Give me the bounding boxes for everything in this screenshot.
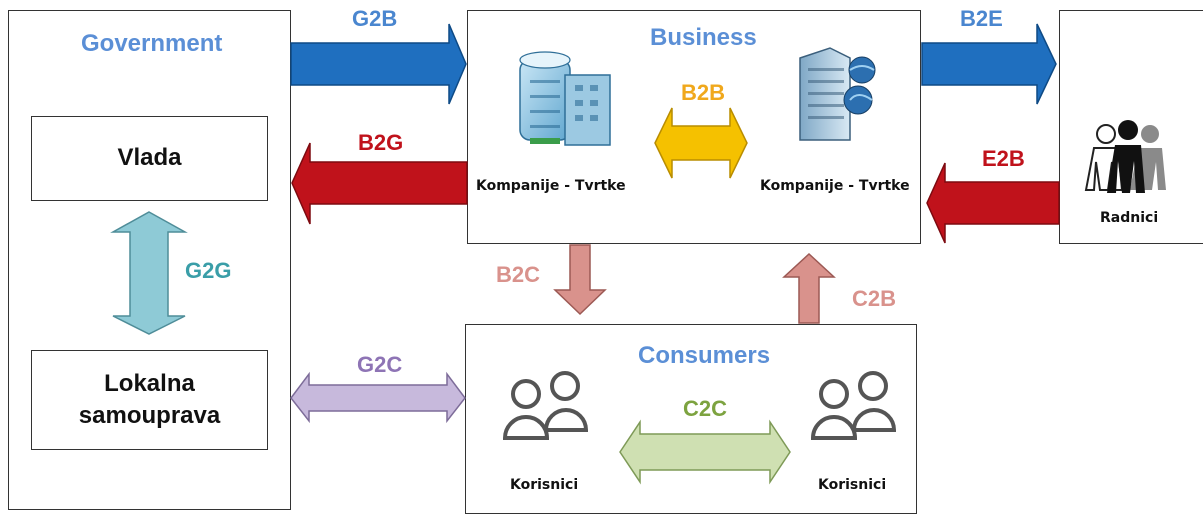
b2c-arrow bbox=[553, 244, 607, 316]
users-icon-right bbox=[810, 371, 897, 440]
company-label-left: Kompanije - Tvrtke bbox=[476, 178, 626, 194]
company-label-right: Kompanije - Tvrtke bbox=[760, 178, 910, 194]
government-title: Government bbox=[81, 30, 223, 57]
c2b-arrow bbox=[782, 252, 836, 324]
office-building-icon bbox=[519, 51, 611, 146]
lokalna-samouprava-box: Lokalna samouprava bbox=[31, 350, 268, 450]
g2c-arrow bbox=[290, 371, 466, 424]
b2b-arrow bbox=[654, 107, 748, 179]
user-label-left: Korisnici bbox=[510, 477, 579, 493]
b2e-arrow bbox=[921, 23, 1057, 105]
diagram-graphics bbox=[110, 23, 1166, 485]
vlada-label: Vlada bbox=[117, 144, 182, 172]
business-title: Business bbox=[650, 24, 757, 51]
g2b-label: G2B bbox=[352, 6, 398, 31]
vlada-box: Vlada bbox=[31, 116, 268, 201]
b2b-label: B2B bbox=[681, 80, 726, 105]
c2c-label: C2C bbox=[683, 396, 728, 421]
consumers-title: Consumers bbox=[638, 342, 771, 369]
g2b-arrow bbox=[290, 23, 467, 105]
g2g-label: G2G bbox=[185, 258, 232, 283]
g2c-label: G2C bbox=[357, 352, 403, 377]
b2e-label: B2E bbox=[960, 6, 1003, 31]
e2b-arrow bbox=[926, 162, 1060, 244]
b2g-arrow bbox=[291, 142, 468, 225]
b2g-label: B2G bbox=[358, 130, 404, 155]
user-label-right: Korisnici bbox=[818, 477, 887, 493]
users-icon-left bbox=[502, 371, 589, 440]
c2b-label: C2B bbox=[852, 286, 897, 311]
workers-label: Radnici bbox=[1100, 210, 1159, 226]
server-building-icon bbox=[799, 47, 876, 141]
workers-icon bbox=[1084, 120, 1166, 193]
e2b-label: E2B bbox=[982, 146, 1025, 171]
b2c-label: B2C bbox=[496, 262, 541, 287]
lokalna-samouprava-label: Lokalna samouprava bbox=[78, 369, 221, 429]
g2g-arrow bbox=[110, 211, 188, 335]
c2c-arrow bbox=[619, 419, 791, 485]
